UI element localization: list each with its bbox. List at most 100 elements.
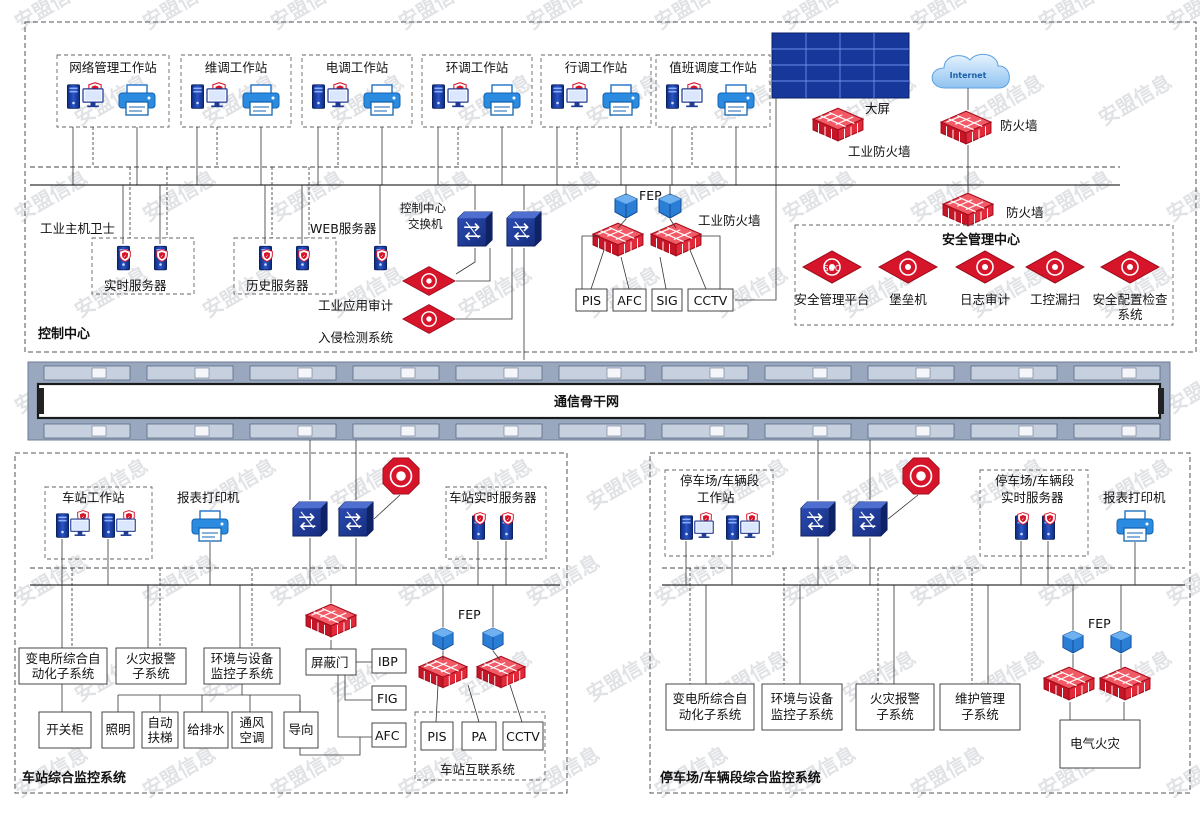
depot-audit-icon: [903, 458, 939, 494]
printer-icon[interactable]: [1117, 511, 1153, 541]
interconnect-label: 车站互联系统: [440, 762, 515, 777]
watermark-text: 安盟信息: [1163, 550, 1200, 611]
history-servers: [259, 246, 309, 270]
watermark-text: 安盟信息: [139, 0, 220, 34]
interconnect-pa: PA: [462, 722, 496, 750]
monitor-icon: [695, 521, 713, 538]
leaf-device-label: 照明: [105, 722, 130, 737]
fep-icon: [615, 194, 637, 218]
depot-ind-firewall-icon: [1044, 667, 1094, 700]
leaf-device-label: 给排水: [187, 722, 225, 737]
station-printer-label: 报表打印机: [177, 490, 240, 505]
watermark-text: 安盟信息: [651, 550, 732, 611]
cc-subsystem-pis: PIS: [576, 289, 607, 311]
cc-switch-icon[interactable]: [458, 212, 492, 246]
station-title: 车站综合监控系统: [22, 770, 126, 786]
depot-switch-icon[interactable]: [801, 502, 835, 536]
workstation-label: 值班调度工作站: [669, 60, 757, 75]
server-icon: [432, 85, 444, 109]
watermark-text: 安盟信息: [907, 0, 988, 34]
depot-ws-label-2: 工作站: [697, 490, 735, 505]
backbone-node: [250, 424, 336, 438]
backbone-node: [971, 366, 1057, 380]
depot-title: 停车场/车辆段综合监控系统: [660, 770, 821, 786]
watermark-text: 安盟信息: [11, 0, 92, 34]
station-leaf-devices: 开关柜照明自动扶梯给排水通风空调导向: [39, 712, 318, 748]
industrial-firewall-top-label: 工业防火墙: [848, 144, 911, 159]
watermark-text: 安盟信息: [583, 454, 664, 515]
fep-icon: [1063, 631, 1083, 653]
web-server: [374, 246, 387, 270]
workstation-1[interactable]: 网络管理工作站: [57, 55, 169, 185]
backbone-node: [868, 424, 954, 438]
control-center-title: 控制中心: [38, 326, 90, 342]
station-switch-icon[interactable]: [293, 502, 327, 536]
cc-subsystem-afc: AFC: [613, 289, 646, 311]
ids-icon: [403, 305, 455, 334]
cc-subsystem-cctv: CCTV: [688, 289, 733, 311]
watermark-text: 安盟信息: [779, 550, 860, 611]
host-guard-icon: [377, 250, 388, 262]
backbone-label: 通信骨干网: [554, 394, 619, 410]
interconnect-cctv: CCTV: [503, 722, 543, 750]
station-server-label: 车站实时服务器: [449, 490, 537, 505]
cc-switch-icon[interactable]: [507, 212, 541, 246]
interconnect-item-label: PIS: [427, 729, 446, 744]
server-icon: [67, 85, 79, 109]
printer-icon[interactable]: [192, 511, 228, 541]
host-guard-label: 工业主机卫士: [40, 221, 115, 236]
host-guard-icon: [503, 513, 514, 525]
watermark-text: 安盟信息: [395, 0, 476, 34]
monitor-icon: [567, 89, 587, 107]
ibp-label: IBP: [378, 654, 398, 669]
leaf-device-label: 通风: [239, 715, 265, 730]
station-switch-icon[interactable]: [339, 502, 373, 536]
audit-icon: [403, 267, 455, 296]
workstation-2[interactable]: 维调工作站: [181, 55, 291, 185]
watermark-text: 安盟信息: [267, 166, 348, 227]
fep-icon: [483, 628, 503, 650]
big-screen[interactable]: 大屏: [772, 33, 909, 116]
station-workstations: [56, 511, 135, 538]
security-item-label: 安全管理平台: [794, 292, 869, 307]
cc-subsystem-label: CCTV: [694, 293, 728, 308]
station-afc-label: AFC: [375, 728, 400, 743]
interconnect-pis: PIS: [421, 722, 453, 750]
watermark-text: 安盟信息: [1035, 0, 1116, 34]
workstation-6[interactable]: 值班调度工作站: [656, 55, 770, 185]
station-fep-label: FEP: [458, 607, 481, 622]
watermark-text: 安盟信息: [907, 550, 988, 611]
backbone-node: [1074, 424, 1160, 438]
ids-label: 入侵检测系统: [318, 330, 393, 345]
watermark-text: 安盟信息: [583, 646, 664, 707]
depot-subsystem-label: 环境与设备: [771, 691, 834, 706]
watermark-text: 安盟信息: [199, 454, 280, 515]
watermark-text: 安盟信息: [1095, 454, 1176, 515]
control-workstations: 网络管理工作站维调工作站电调工作站环调工作站行调工作站值班调度工作站: [57, 55, 770, 185]
backbone-node: [765, 366, 851, 380]
audit-label: 工业应用审计: [318, 298, 393, 313]
watermark-text: 安盟信息: [71, 454, 152, 515]
depot-subsystem-label: 子系统: [876, 707, 914, 722]
security-item-label: 工控漏扫: [1030, 292, 1080, 307]
backbone-node: [147, 424, 233, 438]
watermark-text: 安盟信息: [1035, 550, 1116, 611]
depot-subsystem-label: 变电所综合自: [672, 691, 747, 706]
psd-label: 屏蔽门: [311, 655, 349, 670]
electric-fire-label: 电气火灾: [1070, 736, 1121, 751]
leaf-device-label: 自动: [147, 715, 172, 730]
depot-workstations: [680, 513, 759, 540]
depot-switch-icon[interactable]: [853, 502, 887, 536]
host-guard-icon: [1018, 513, 1029, 525]
backbone-node: [353, 366, 439, 380]
leaf-device-label: 空调: [239, 730, 264, 745]
